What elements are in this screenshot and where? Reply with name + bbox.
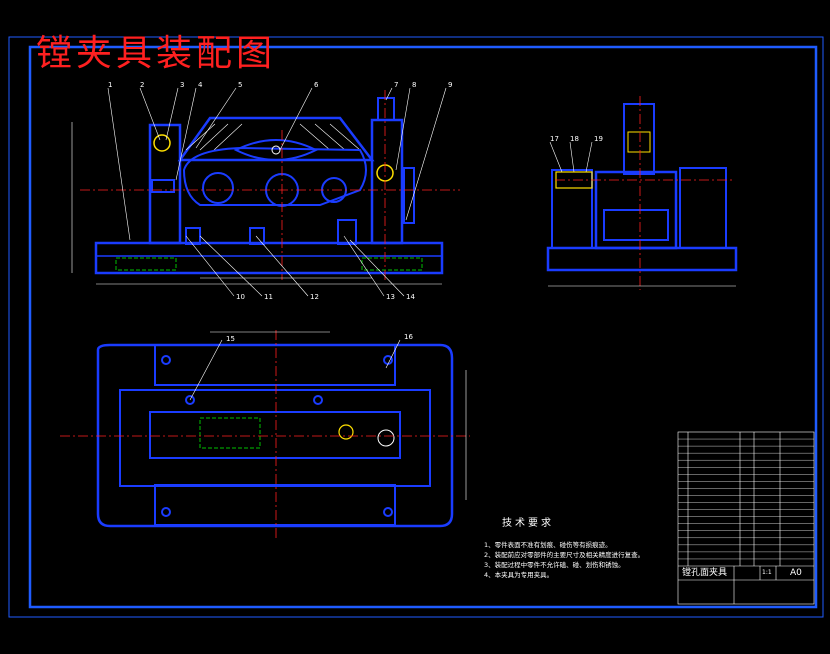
- bom-rows: [678, 438, 814, 560]
- callout-9: 9: [448, 81, 453, 89]
- inner-border: [28, 45, 818, 609]
- callout-14: 14: [406, 293, 415, 301]
- callout-8: 8: [412, 81, 417, 89]
- callout-3: 3: [180, 81, 185, 89]
- callout-12: 12: [310, 293, 319, 301]
- tech-requirement-3: 3、装配过程中零件不允许磕、碰、划伤和锈蚀。: [484, 561, 625, 569]
- callout-10: 10: [236, 293, 245, 301]
- title-block: [677, 431, 815, 605]
- title-block-name: 镗孔面夹具: [682, 568, 728, 578]
- callout-4: 4: [198, 81, 203, 89]
- tech-requirements-heading: 技术要求: [502, 518, 554, 529]
- callout-19: 19: [594, 135, 603, 143]
- tech-requirement-1: 1、零件表面不准有划痕、碰伤等有损痕迹。: [484, 541, 612, 549]
- front-view: [71, 90, 460, 285]
- callout-15: 15: [226, 335, 235, 343]
- side-view: [546, 96, 738, 290]
- callout-18: 18: [570, 135, 579, 143]
- title-block-scale: 1:1: [762, 569, 772, 576]
- callout-1: 1: [108, 81, 113, 89]
- callout-2: 2: [140, 81, 145, 89]
- callout-11: 11: [264, 293, 273, 301]
- callout-17: 17: [550, 135, 559, 143]
- callout-16: 16: [404, 333, 413, 341]
- callout-7: 7: [394, 81, 399, 89]
- top-view: [60, 330, 470, 540]
- outer-border: [8, 36, 824, 618]
- tech-requirement-2: 2、装配前应对零部件的主要尺寸及相关精度进行复查。: [484, 551, 645, 559]
- title-block-size: A0: [790, 568, 802, 578]
- callout-13: 13: [386, 293, 395, 301]
- tech-requirements-list: 1、零件表面不准有划痕、碰伤等有损痕迹。 2、装配前应对零部件的主要尺寸及相关精…: [484, 540, 644, 580]
- callout-5: 5: [238, 81, 243, 89]
- drawing-title: 镗夹具装配图: [36, 33, 277, 74]
- callout-6: 6: [314, 81, 319, 89]
- leader-lines: [107, 87, 593, 401]
- tech-requirement-4: 4、本夹具为专用夹具。: [484, 571, 554, 579]
